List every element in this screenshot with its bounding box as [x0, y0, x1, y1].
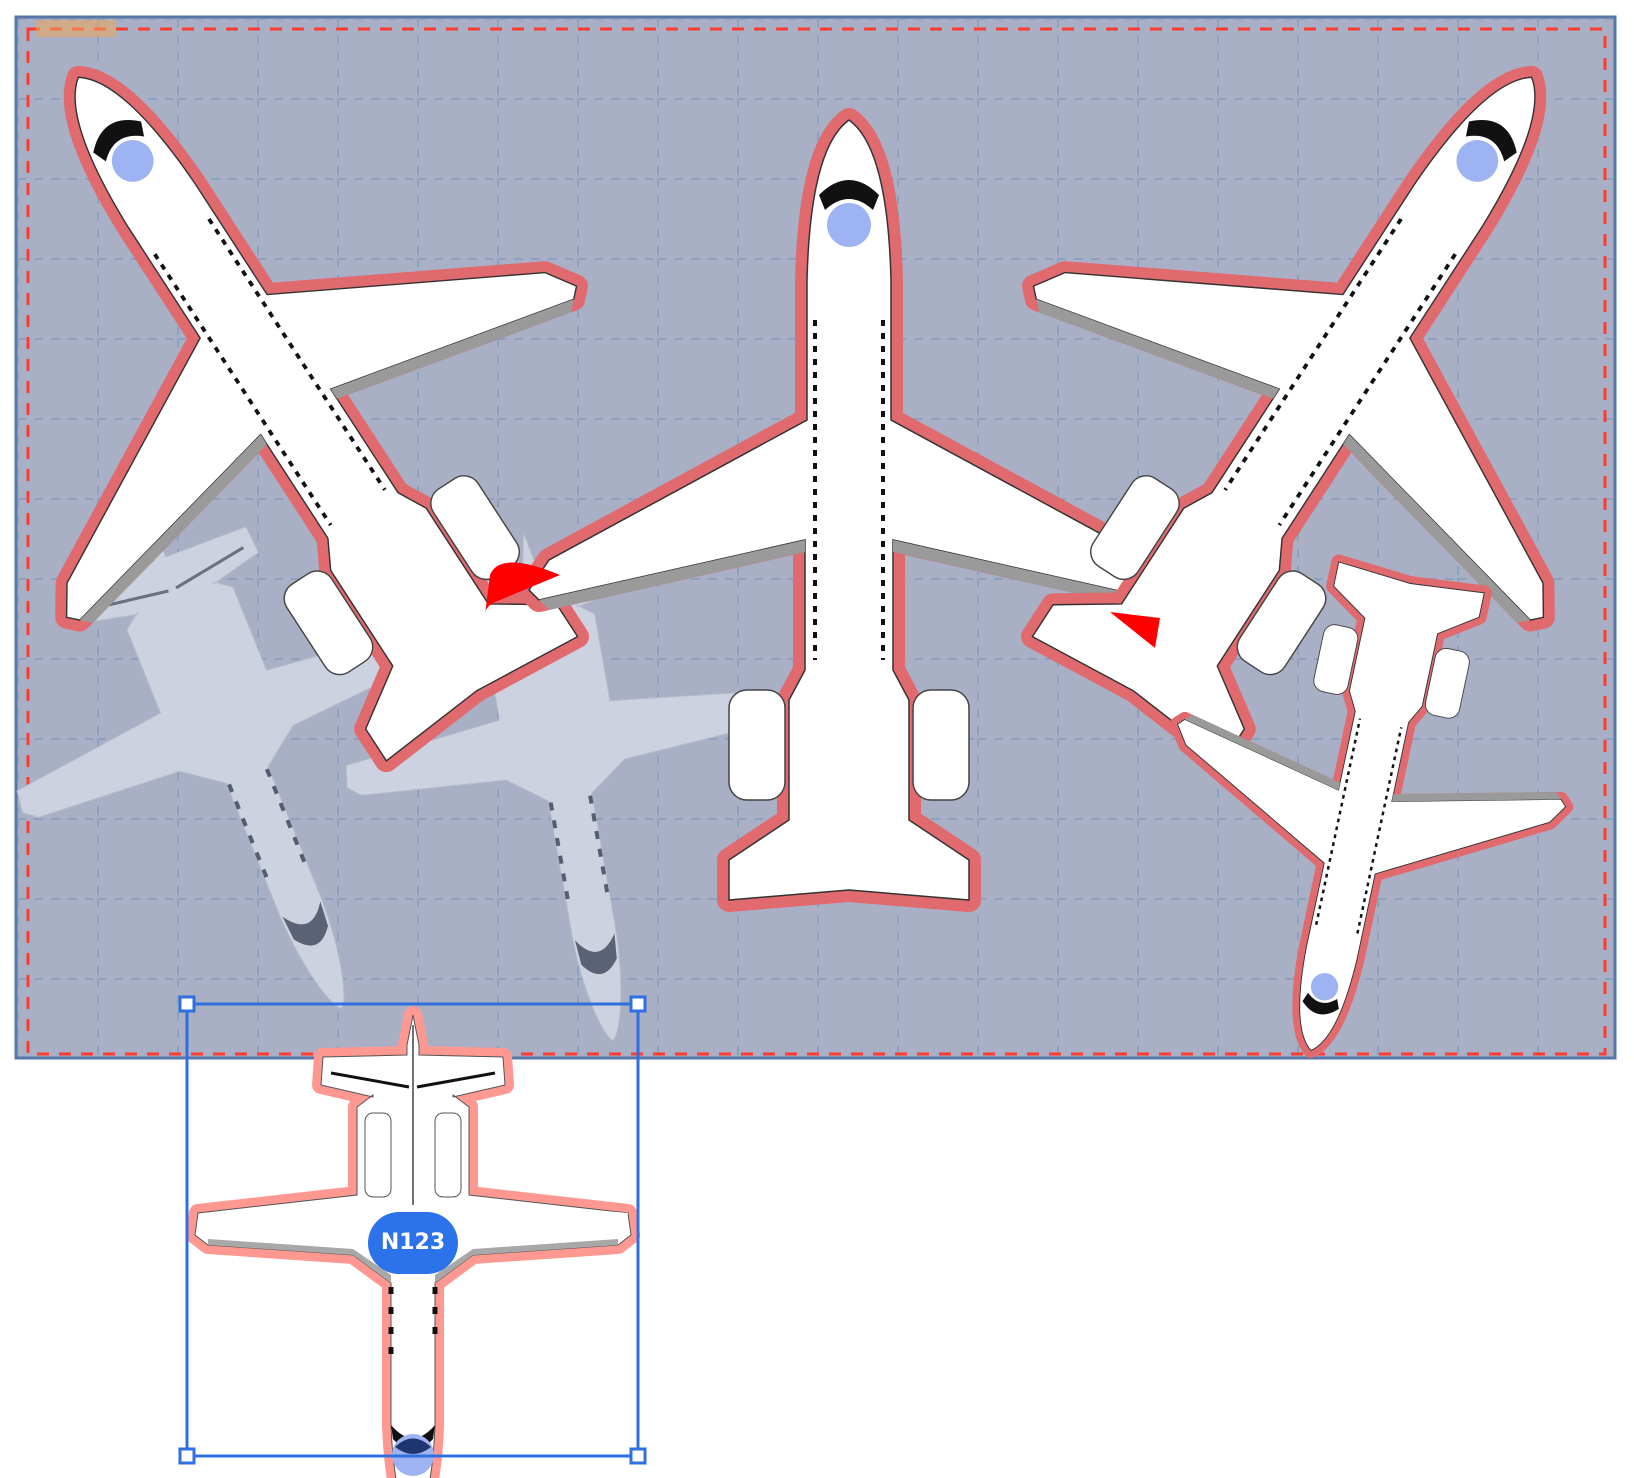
- highlight-marker: [36, 20, 116, 37]
- resize-handle-bottom-left[interactable]: [178, 1447, 196, 1465]
- resize-handle-top-right[interactable]: [629, 995, 647, 1013]
- tail-number-badge: [368, 1212, 458, 1274]
- selection-box[interactable]: [178, 995, 647, 1465]
- conflict-indicator: [485, 562, 560, 615]
- selected-aircraft[interactable]: [195, 1015, 631, 1478]
- tail-number-label: N123: [380, 1230, 446, 1255]
- resize-handle-top-left[interactable]: [178, 995, 196, 1013]
- resize-handle-bottom-right[interactable]: [629, 1447, 647, 1465]
- boundary-dashed-outline: [26, 27, 1607, 1056]
- conflict-indicator: [1110, 612, 1160, 648]
